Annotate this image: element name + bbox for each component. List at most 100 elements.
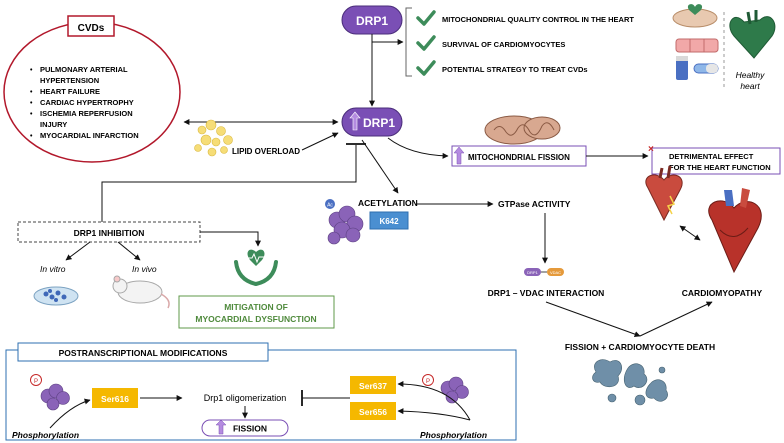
benefit-item: MITOCHONDRIAL QUALITY CONTROL IN THE HEA… — [442, 15, 634, 24]
fission-death-label: FISSION + CARDIOMYOCYTE DEATH — [565, 342, 715, 352]
dying-cells-icon — [592, 359, 668, 406]
protein-blob-icon — [440, 376, 469, 404]
benefits-bracket — [405, 7, 412, 77]
ac-label: Ac — [327, 203, 333, 209]
ptm-title-box — [17, 342, 269, 362]
ptm-fission-label: FISSION — [233, 424, 267, 434]
k642-label: K642 — [379, 217, 399, 226]
p-label: P — [34, 379, 38, 385]
cvds-item: HYPERTENSION — [40, 76, 99, 85]
cvds-item: INJURY — [40, 120, 67, 129]
mitigation-box — [178, 295, 335, 329]
benefits-list: MITOCHONDRIAL QUALITY CONTROL IN THE HEA… — [416, 10, 634, 76]
drp1-mid-label: DRP1 — [363, 116, 395, 130]
lipid-overload-label: LIPID OVERLOAD — [232, 147, 300, 156]
cvds-list: • PULMONARY ARTERIAL HYPERTENSION • HEAR… — [30, 65, 139, 140]
protein-blob-icon — [40, 383, 70, 411]
cvds-bullet: • — [30, 67, 33, 74]
detrimental-box — [651, 147, 781, 175]
cvds-item: CARDIAC HYPERTROPHY — [40, 98, 134, 107]
cardiomyocyte-icon — [675, 38, 719, 53]
mouse-icon — [112, 275, 170, 309]
drp1-top-label: DRP1 — [356, 14, 388, 28]
petri-dish-icon — [33, 286, 79, 306]
enlarged-heart-icon — [708, 188, 762, 274]
mitigation-label: MITIGATION OF — [224, 302, 288, 312]
heart-hands-icon — [234, 249, 278, 286]
cvds-item: PULMONARY ARTERIAL — [40, 65, 128, 74]
ac-badge — [325, 199, 335, 209]
cvds-title-box — [67, 15, 115, 37]
cvds-item: MYOCARDIAL INFARCTION — [40, 131, 139, 140]
ptm-title: POSTRANSCRIPTIONAL MODIFICATIONS — [59, 348, 228, 358]
drp1-vdac-icon: DRP1 VDAC — [524, 268, 564, 276]
drp1-inhibition-label: DRP1 INHIBITION — [74, 228, 145, 238]
arrow-lipid-drp1 — [301, 132, 339, 151]
inhibition-line — [101, 145, 357, 222]
phos-right-label: Phosphorylation — [420, 430, 487, 440]
ser656-box — [350, 402, 396, 420]
p-badge — [422, 374, 434, 386]
protein-blob-icon — [327, 205, 364, 245]
up-arrow-icon — [349, 111, 361, 131]
ser616-box — [92, 388, 138, 408]
p-label: P — [426, 379, 430, 385]
in-vitro-label: In vitro — [40, 264, 66, 274]
arrow-drp1-fission — [387, 137, 449, 159]
vdac-small-label: VDAC — [550, 270, 561, 275]
benefit-item: SURVIVAL OF CARDIOMYOCYTES — [442, 40, 565, 49]
arrow-inhibition-invitro — [65, 241, 91, 261]
cvds-bullet: • — [30, 111, 33, 118]
check-icon — [416, 35, 436, 51]
drp1-small-label: DRP1 — [527, 270, 538, 275]
arrow-drp1-acetylation — [361, 139, 399, 194]
arrow-phos-ser656 — [397, 408, 471, 421]
oligomerization-label: Drp1 oligomerization — [204, 393, 287, 403]
arrow-vdac-death — [545, 301, 641, 337]
up-arrow-icon — [215, 419, 227, 435]
healthy-heart-icon — [729, 10, 776, 59]
arrow-death-cardiomyopathy — [639, 301, 713, 337]
cvds-item: HEART FAILURE — [40, 87, 100, 96]
cvds-item: ISCHEMIA REPERFUSION — [40, 109, 133, 118]
detrimental-label: FOR THE HEART FUNCTION — [669, 163, 771, 172]
cardiomyopathy-label: CARDIOMYOPATHY — [682, 288, 763, 298]
lipid-droplets-icon — [194, 119, 233, 157]
arrow-phos-ser616 — [49, 398, 91, 429]
cvds-title: CVDs — [78, 23, 105, 34]
phos-left-label: Phosphorylation — [12, 430, 79, 440]
ser637-label: Ser637 — [359, 381, 387, 391]
p-badge — [30, 374, 42, 386]
medicine-icon — [676, 56, 719, 80]
in-vivo-label: In vivo — [132, 264, 157, 274]
arrow-inhibition-invivo — [117, 241, 141, 261]
cvds-bullet: • — [30, 89, 33, 96]
gtpase-label: GTPase ACTIVITY — [498, 199, 571, 209]
close-icon: × — [648, 144, 654, 155]
healthy-heart-label: heart — [740, 81, 760, 91]
arrow-heart-heart — [679, 225, 701, 241]
healthy-heart-label: Healthy — [736, 70, 766, 80]
cvds-group: CVDs • PULMONARY ARTERIAL HYPERTENSION •… — [3, 15, 181, 163]
mitochondria-icon — [484, 115, 561, 145]
k642-box — [369, 211, 409, 230]
diseased-heart-icon — [645, 165, 683, 222]
check-icon — [416, 60, 436, 76]
ser616-label: Ser616 — [101, 394, 129, 404]
drp1-vdac-label: DRP1 – VDAC INTERACTION — [488, 288, 605, 298]
mitochondria-heart-icon — [672, 4, 718, 28]
up-arrow-icon — [453, 146, 465, 165]
ser656-label: Ser656 — [359, 407, 387, 417]
detrimental-label: DETRIMENTAL EFFECT — [669, 152, 754, 161]
mitigation-label: MYOCARDIAL DYSFUNCTION — [195, 314, 316, 324]
ser637-box — [350, 376, 396, 394]
arrow-inhibition-mitigation — [200, 231, 261, 247]
acetylation-label: ACETYLATION — [358, 198, 418, 208]
cvds-bullet: • — [30, 100, 33, 107]
cvds-bullet: • — [30, 133, 33, 140]
mito-fission-label: MITOCHONDRIAL FISSION — [468, 153, 570, 162]
check-icon — [416, 10, 436, 26]
arrow-phos-ser637 — [397, 381, 471, 421]
